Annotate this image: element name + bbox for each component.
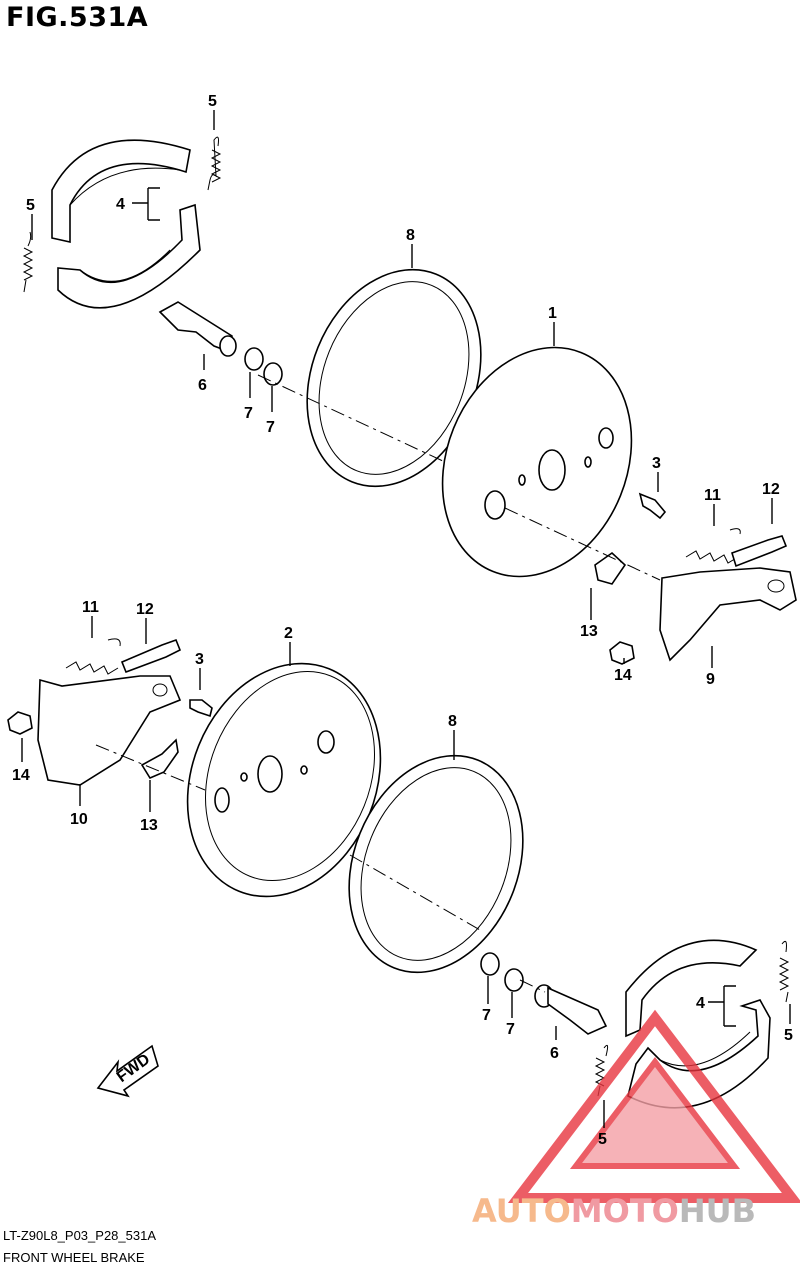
brake-arm-hole-lower xyxy=(152,683,168,697)
callout-13: 13 xyxy=(140,817,158,834)
spring-upper-1 xyxy=(207,136,222,191)
fwd-direction-badge: FWD xyxy=(96,1044,159,1098)
camshaft-upper xyxy=(158,301,237,357)
nut-lower-14 xyxy=(7,711,33,735)
callout-3: 3 xyxy=(652,455,661,472)
bolt-lower-3 xyxy=(189,699,213,718)
callout-7: 7 xyxy=(244,405,253,422)
assembly-axis-lower xyxy=(95,744,546,993)
watermark-moto: MOTO xyxy=(570,1192,679,1230)
watermark-auto: AUTO xyxy=(472,1192,571,1230)
return-spring-upper xyxy=(685,528,741,564)
figure-name: FRONT WHEEL BRAKE xyxy=(3,1250,145,1265)
spring-lower-1 xyxy=(778,940,790,1003)
callout-4: 4 xyxy=(696,995,705,1012)
washer-lower-1 xyxy=(480,952,500,976)
washer-upper-1 xyxy=(244,347,264,371)
callout-12: 12 xyxy=(762,481,780,498)
callout-8: 8 xyxy=(406,227,415,244)
bolt-upper-3 xyxy=(638,492,667,520)
spring-upper-2 xyxy=(22,231,34,293)
callout-11: 11 xyxy=(82,599,99,616)
nut-upper-14 xyxy=(609,641,635,665)
callout-6: 6 xyxy=(550,1045,559,1062)
watermark-hub: HUB xyxy=(678,1192,757,1230)
seal-ring-lower xyxy=(348,754,524,974)
callout-9: 9 xyxy=(706,671,715,688)
camshaft-lower xyxy=(534,984,608,1035)
callout-14: 14 xyxy=(12,767,30,784)
washer-upper-2 xyxy=(263,362,283,386)
callout-5: 5 xyxy=(784,1027,793,1044)
lock-washer-upper xyxy=(594,551,627,585)
callout-5: 5 xyxy=(598,1131,607,1148)
callout-4: 4 xyxy=(116,196,125,213)
brake-arm-9 xyxy=(659,567,797,662)
return-spring-lower xyxy=(65,638,121,675)
callout-2: 2 xyxy=(284,625,293,642)
callout-12: 12 xyxy=(136,601,154,618)
callout-1: 1 xyxy=(548,305,557,322)
assembly-axis-upper xyxy=(257,374,661,581)
callout-3: 3 xyxy=(195,651,204,668)
callout-5: 5 xyxy=(208,93,217,110)
figure-title: FIG.531A xyxy=(6,2,149,33)
callout-5: 5 xyxy=(26,197,35,214)
bolt-lower-12 xyxy=(120,638,182,674)
callout-8: 8 xyxy=(448,713,457,730)
callout-7: 7 xyxy=(482,1007,491,1024)
brake-drum-2 xyxy=(186,662,382,898)
brake-arm-hole xyxy=(767,579,785,593)
callout-10: 10 xyxy=(70,811,88,828)
watermark-text: AUTOMOTOHUB xyxy=(472,1192,756,1230)
bolt-upper-12 xyxy=(731,535,788,568)
callout-6: 6 xyxy=(198,377,207,394)
callout-13: 13 xyxy=(580,623,598,640)
watermark-logo xyxy=(507,1009,800,1203)
brake-shoe-upper-left xyxy=(51,139,201,309)
callout-14: 14 xyxy=(614,667,632,684)
washer-lower-2 xyxy=(504,968,524,992)
callout-11: 11 xyxy=(704,487,721,504)
callout-7: 7 xyxy=(266,419,275,436)
lock-washer-lower xyxy=(140,738,179,780)
callout-7: 7 xyxy=(506,1021,515,1038)
brake-arm-10 xyxy=(37,675,182,786)
figure-code: LT-Z90L8_P03_P28_531A xyxy=(3,1228,156,1243)
leader-lines xyxy=(21,110,791,1128)
brake-panel-1 xyxy=(441,346,633,578)
